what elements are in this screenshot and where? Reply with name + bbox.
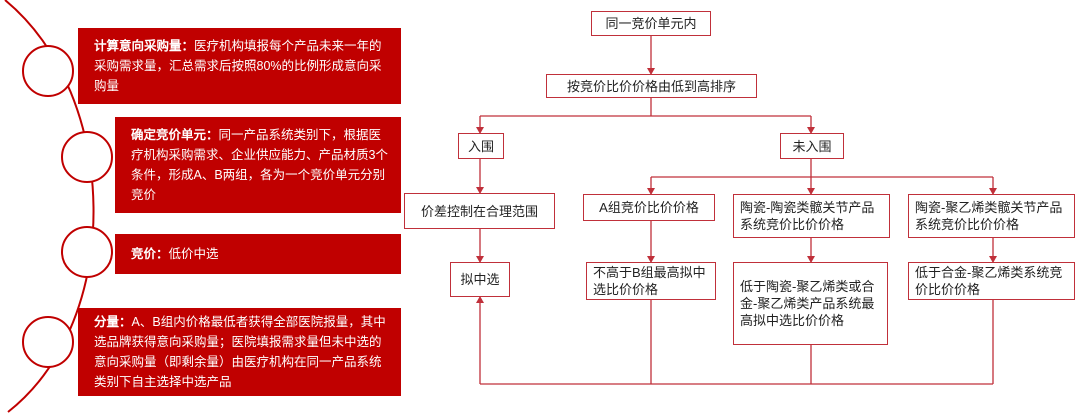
step-title: 计算意向采购量： [94,39,195,53]
node-group-a-rule: 不高于B组最高拟中选比价价格 [586,262,716,300]
step-circle-4 [22,316,74,368]
step-title: 确定竞价单元： [131,128,219,142]
node-group-a: A组竞价比价价格 [583,194,715,221]
step-text: 低价中选 [168,247,219,261]
step-text: 医疗机构填报每个产品未来一年的采购需求量，汇总需求后按照80%的比例形成意向采购… [94,39,382,93]
step-title: 分量： [94,315,132,329]
node-cc-rule: 低于陶瓷-聚乙烯类或合金-聚乙烯类产品系统最高拟中选比价价格 [733,262,888,345]
node-ceramic-ceramic: 陶瓷-陶瓷类髋关节产品系统竞价比价价格 [733,194,890,238]
step-panel-1: 计算意向采购量：医疗机构填报每个产品未来一年的采购需求量，汇总需求后按照80%的… [78,28,401,104]
step-text: 同一产品系统类别下，根据医疗机构采购需求、企业供应能力、产品材质3个条件，形成A… [131,128,388,202]
step-text: A、B组内价格最低者获得全部医院报量，其中选品牌获得意向采购量；医院填报需求量但… [94,315,386,389]
step-panel-2: 确定竞价单元：同一产品系统类别下，根据医疗机构采购需求、企业供应能力、产品材质3… [115,117,401,213]
node-in: 入围 [458,133,504,159]
node-same-unit: 同一竞价单元内 [591,11,711,36]
step-panel-3: 竞价：低价中选 [115,234,401,274]
node-price-control: 价差控制在合理范围 [404,193,555,229]
step-title: 竞价： [131,247,169,261]
node-cp-rule: 低于合金-聚乙烯类系统竞价比价价格 [908,262,1075,300]
step-panel-4: 分量：A、B组内价格最低者获得全部医院报量，其中选品牌获得意向采购量；医院填报需… [78,308,401,396]
step-circle-3 [61,226,113,278]
node-sort: 按竞价比价价格由低到高排序 [546,74,757,98]
node-ceramic-pe: 陶瓷-聚乙烯类髋关节产品系统竞价比价价格 [908,194,1075,238]
node-out: 未入围 [780,133,844,159]
node-select: 拟中选 [450,262,510,297]
step-circle-1 [22,45,74,97]
step-circle-2 [61,131,113,183]
